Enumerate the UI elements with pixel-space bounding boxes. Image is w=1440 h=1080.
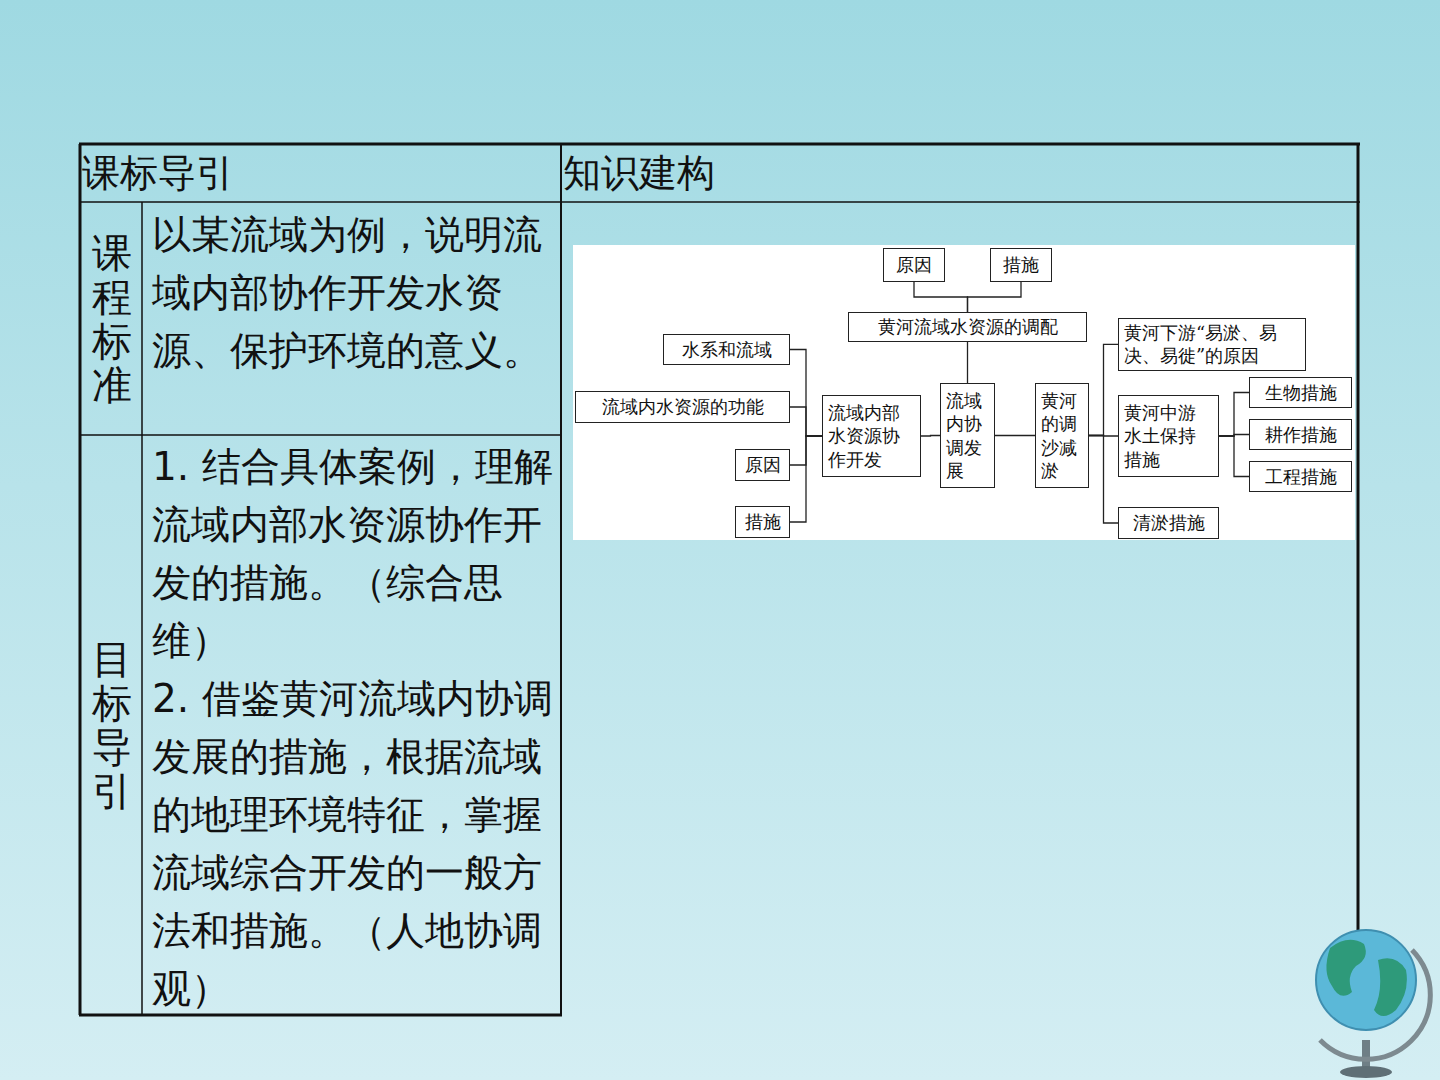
box-text: 流域内协调发展	[946, 389, 989, 483]
concept-box: 黄河下游“易淤、易决、易徙”的原因	[1118, 318, 1306, 371]
concept-box: 原因	[883, 248, 945, 282]
box-text: 原因	[889, 253, 939, 276]
concept-box: 措施	[735, 506, 790, 538]
tree-connector	[1219, 393, 1249, 437]
box-text: 流域内水资源的功能	[581, 395, 784, 418]
concept-box: 生物措施	[1249, 377, 1352, 408]
diagram-panel	[573, 245, 1355, 540]
tree-connector	[914, 282, 968, 312]
tree-connector	[968, 282, 1022, 312]
table-header: 课标导引	[82, 150, 234, 196]
table-header: 知识建构	[563, 150, 715, 196]
tree-connector	[1089, 436, 1118, 524]
concept-box: 流域内部水资源协作开发	[822, 395, 921, 477]
row-heading: 课程标准	[92, 231, 132, 407]
box-text: 生物措施	[1255, 381, 1346, 404]
concept-box: 清淤措施	[1118, 507, 1219, 539]
box-text: 黄河下游“易淤、易决、易徙”的原因	[1124, 321, 1300, 368]
cell-text: 2. 借鉴黄河流域内协调发展的措施，根据流域的地理环境特征，掌握流域综合开发的一…	[152, 670, 557, 1018]
concept-box: 流域内协调发展	[940, 383, 995, 488]
tree-connector	[790, 350, 822, 437]
concept-box: 黄河的调沙减淤	[1035, 383, 1089, 488]
concept-box: 措施	[990, 248, 1052, 282]
tree-connector	[921, 435, 940, 437]
concept-box: 黄河流域水资源的调配	[848, 312, 1087, 342]
box-text: 流域内部水资源协作开发	[828, 401, 915, 471]
tree-connector	[790, 407, 822, 436]
concept-box: 原因	[735, 449, 790, 481]
box-text: 工程措施	[1255, 465, 1346, 488]
box-text: 措施	[996, 253, 1046, 276]
concept-box: 工程措施	[1249, 461, 1352, 492]
tree-connector	[967, 342, 968, 383]
tree-connector	[1219, 436, 1249, 477]
concept-box: 流域内水资源的功能	[575, 391, 790, 423]
box-text: 黄河中游水土保持措施	[1124, 401, 1213, 471]
tree-connector	[1089, 344, 1118, 435]
tree-connector	[790, 436, 822, 522]
box-text: 黄河的调沙减淤	[1041, 389, 1083, 483]
box-text: 耕作措施	[1255, 423, 1346, 446]
globe-icon	[1316, 930, 1430, 1078]
cell-text: 1. 结合具体案例，理解流域内部水资源协作开发的措施。（综合思维）	[152, 438, 557, 670]
tree-connector	[1089, 435, 1118, 437]
tree-connector	[790, 436, 822, 465]
tree-connector	[1219, 435, 1249, 437]
box-text: 水系和流域	[669, 338, 784, 361]
concept-box: 水系和流域	[663, 334, 790, 365]
box-text: 措施	[741, 510, 784, 533]
concept-box: 黄河中游水土保持措施	[1118, 395, 1219, 477]
cell-text: 以某流域为例，说明流域内部协作开发水资源、保护环境的意义。	[152, 206, 557, 380]
tree-connector	[995, 435, 1035, 436]
box-text: 原因	[741, 453, 784, 476]
box-text: 黄河流域水资源的调配	[854, 315, 1081, 338]
row-heading: 目标导引	[92, 637, 132, 813]
box-text: 清淤措施	[1124, 511, 1213, 534]
concept-box: 耕作措施	[1249, 419, 1352, 450]
